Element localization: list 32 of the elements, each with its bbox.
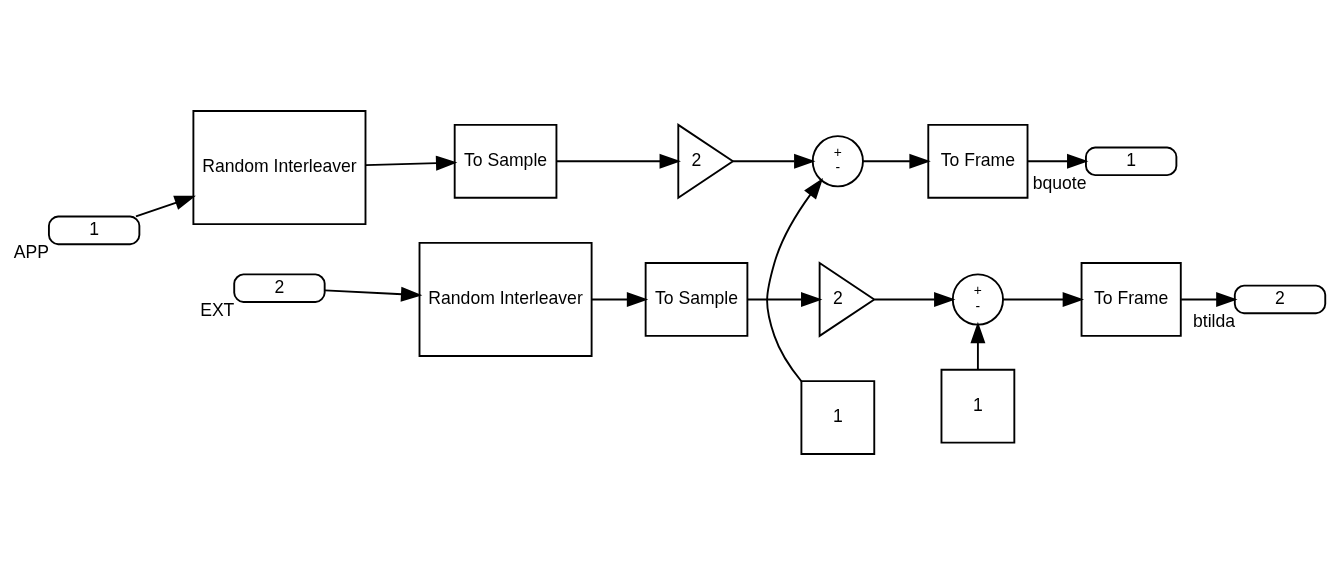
arrow [1180, 291, 1238, 307]
arrow [766, 178, 824, 383]
node-box: To Sample [453, 123, 558, 199]
arrow [746, 291, 823, 307]
node-circle: + - [811, 135, 864, 188]
arrow [323, 286, 423, 302]
arrow [555, 153, 681, 169]
node-box: To Frame [1080, 262, 1182, 337]
arrow [590, 291, 649, 307]
node-box: 1 [940, 368, 1016, 444]
arrow [732, 153, 816, 169]
node-label: EXT [200, 300, 235, 321]
arrow [873, 291, 956, 307]
node-circle: + - [951, 273, 1004, 326]
node-box: 1 [1085, 146, 1178, 177]
node-box: To Sample [644, 262, 749, 337]
arrow [862, 153, 931, 169]
node-box: 2 [233, 273, 326, 303]
arrow [1026, 153, 1089, 169]
arrow [135, 195, 196, 218]
node-box: Random Interleaver [192, 110, 367, 226]
node-label: bquote [1032, 173, 1087, 194]
arrow [1002, 291, 1085, 307]
node-box: To Frame [927, 123, 1029, 199]
node-box: 2 [1233, 284, 1327, 315]
node-label: APP [13, 242, 49, 263]
node-box: Random Interleaver [418, 242, 593, 357]
node-box: 1 [800, 380, 876, 455]
arrow [970, 321, 986, 371]
node-label: btilda [1193, 311, 1236, 332]
arrow [364, 155, 458, 171]
node-box: 1 [48, 215, 141, 246]
